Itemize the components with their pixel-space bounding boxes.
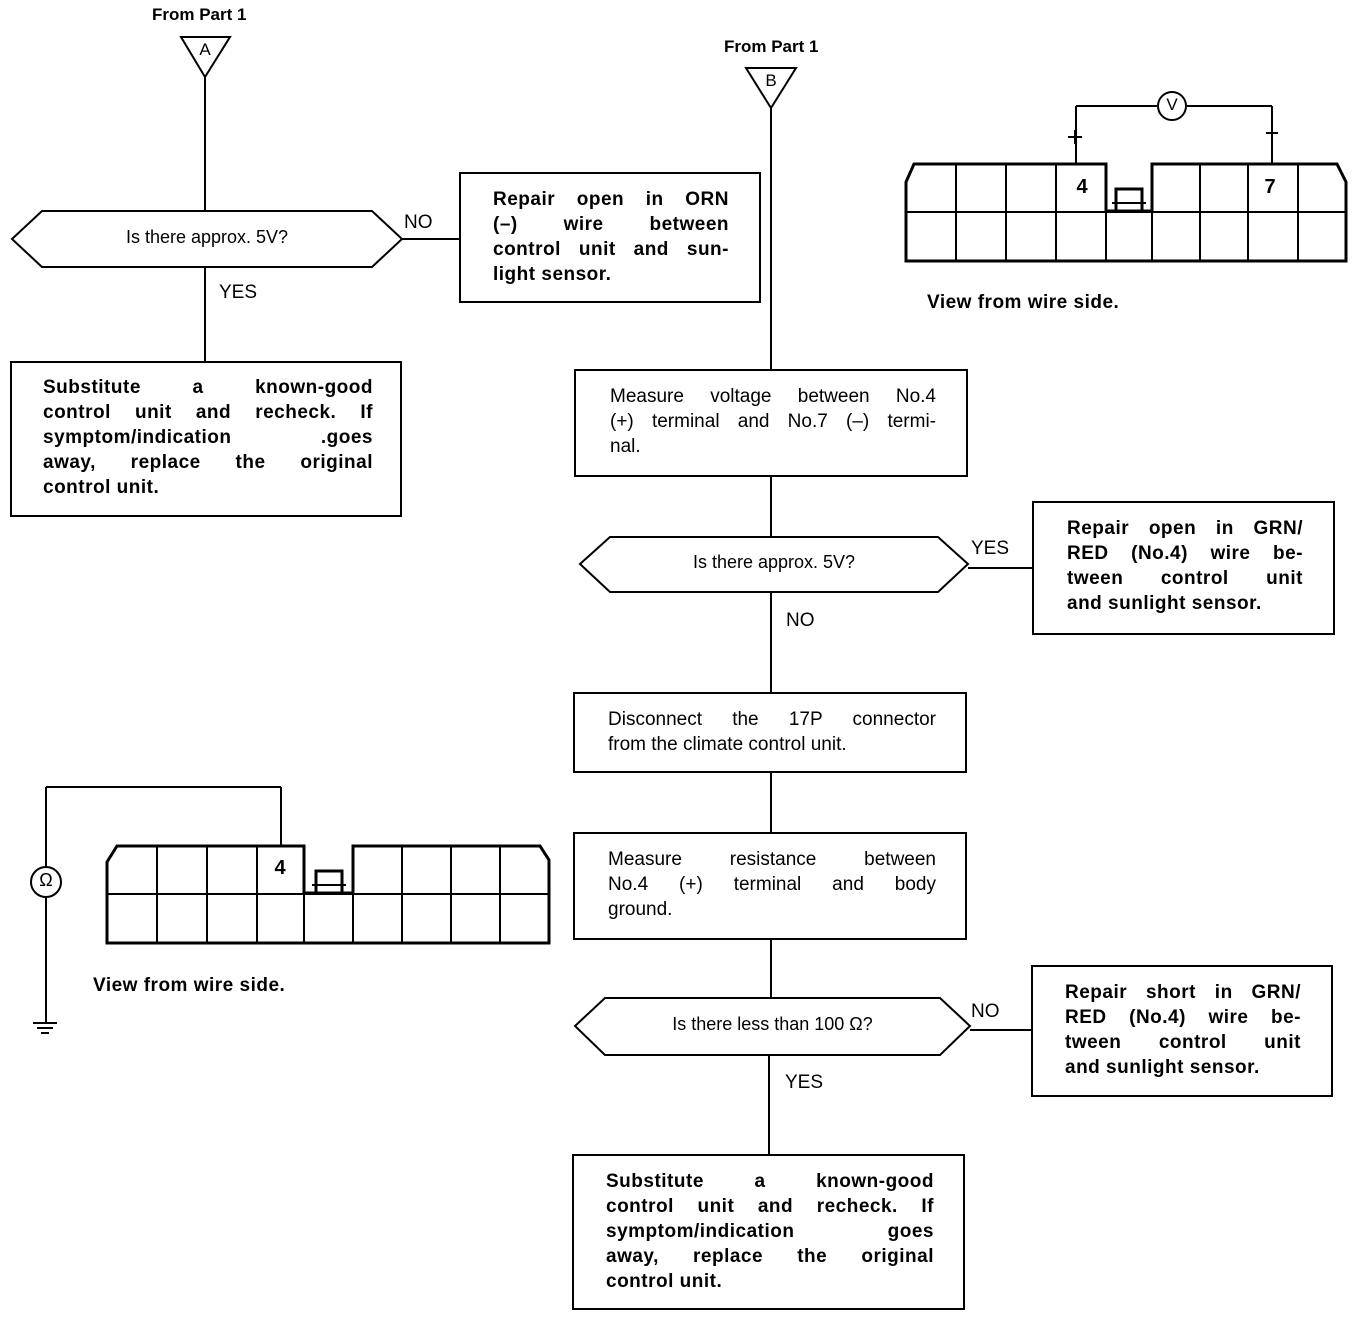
connector-a-triangle: [179, 36, 232, 79]
top-connector-caption: View from wire side.: [927, 292, 1120, 313]
connector-b-label: B: [765, 71, 777, 90]
left-decision-no-label: NO: [404, 212, 433, 233]
bottom-connector-caption: View from wire side.: [93, 975, 286, 996]
connector-a-label: A: [199, 40, 211, 59]
right-decision1-text: Is there approx. 5V?: [692, 552, 856, 572]
bottom-connector-pin-4: 4: [274, 857, 286, 879]
decision1-no-label: NO: [786, 610, 815, 631]
disconnect-connector-box: Disconnect the 17P connector from the cl…: [573, 692, 967, 773]
top-connector-pin-7: 7: [1264, 176, 1276, 198]
voltmeter-icon: [1157, 91, 1187, 121]
ohmmeter-label: Ω: [39, 870, 53, 890]
measure-voltage-box: Measure voltage between No.4 (+) termina…: [574, 369, 968, 477]
repair-open-grn-red-box: Repair open in GRN/ RED (No.4) wire be- …: [1032, 501, 1335, 635]
connector-b-triangle: [744, 67, 798, 110]
right-from-part-header: From Part 1: [724, 37, 819, 56]
decision2-yes-label: YES: [785, 1072, 824, 1093]
final-substitute-box: Substitute a known-good control unit and…: [572, 1154, 965, 1310]
repair-short-grn-red-box: Repair short in GRN/ RED (No.4) wire be-…: [1031, 965, 1333, 1097]
measure-resistance-box: Measure resistance between No.4 (+) term…: [573, 832, 967, 940]
left-from-part-header: From Part 1: [152, 5, 247, 24]
decision1-yes-label: YES: [971, 538, 1010, 559]
left-decision-text: Is there approx. 5V?: [125, 227, 289, 247]
voltmeter-label: V: [1166, 95, 1178, 114]
ohmmeter-icon: [30, 866, 62, 898]
right-decision1-shape: [578, 536, 970, 593]
decision2-no-label: NO: [971, 1001, 1000, 1022]
left-substitute-box: Substitute a known-good control unit and…: [10, 361, 402, 517]
right-decision2-shape: [573, 997, 972, 1056]
right-decision2-text: Is there less than 100 Ω?: [672, 1014, 873, 1034]
repair-orn-wire-box: Repair open in ORN (–) wire between cont…: [459, 172, 761, 303]
left-decision-yes-label: YES: [219, 282, 258, 303]
top-connector-pin-4: 4: [1076, 176, 1088, 198]
